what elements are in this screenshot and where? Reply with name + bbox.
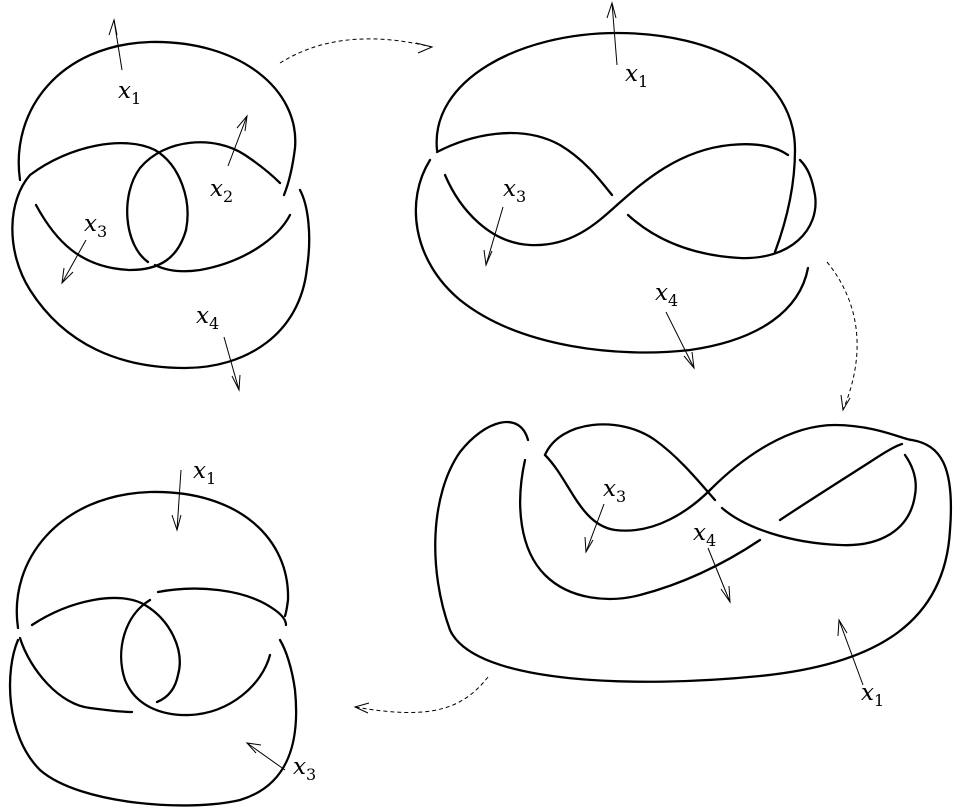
knot-top-left (11, 40, 311, 370)
knot-strand (443, 173, 619, 247)
label-x4: x4 (196, 303, 219, 333)
label-x2: x2 (210, 176, 233, 206)
arrow-x4-top-left (223, 336, 241, 392)
knot-strand (720, 453, 917, 547)
labels: x1 x2 x3 x4 x1 x3 x4 x3 x4 x1 x1 x3 (84, 61, 884, 784)
label-x1: x1 (625, 61, 648, 91)
knot-bottom-right (434, 421, 953, 683)
knot-strand (34, 203, 188, 272)
knot-strand (615, 143, 790, 207)
knot-strand (156, 587, 288, 627)
knot-strand (434, 421, 953, 683)
label-x1: x1 (118, 78, 141, 108)
label-x1: x1 (193, 458, 216, 488)
transition-arrow-2 (826, 261, 858, 412)
arrow-x1-bottom-left (171, 469, 182, 532)
knot-strand (120, 598, 272, 717)
knot-strand (153, 213, 292, 273)
label-x4: x4 (655, 280, 678, 310)
arrow-x2-top-left (227, 114, 248, 167)
knot-top-right (414, 31, 817, 354)
knot-strand (626, 158, 817, 260)
arrow-x1-top-right (606, 1, 618, 66)
knot-strand (11, 141, 311, 370)
knot-strand (8, 638, 298, 807)
knot-strand (18, 636, 134, 714)
knot-strand (778, 442, 904, 522)
transition-arrow-1 (279, 38, 434, 64)
orientation-arrows (61, 1, 864, 771)
arrow-x3-top-right (483, 206, 504, 267)
knot-strand (708, 423, 914, 492)
transition-arrows (279, 38, 858, 714)
knot-strand (414, 158, 810, 354)
arrow-x3-bottom-right (584, 503, 605, 554)
knot-strand (435, 31, 797, 254)
transition-arrow-3 (353, 676, 489, 714)
arrow-x1-bottom-right (837, 618, 864, 686)
label-x3: x3 (603, 476, 626, 506)
knot-strand (17, 40, 297, 197)
arrow-x3-top-left (61, 239, 87, 285)
knot-strand (126, 141, 282, 264)
knot-bottom-left (8, 490, 298, 807)
label-x3: x3 (503, 176, 526, 206)
label-x1: x1 (861, 680, 884, 710)
knot-strand (543, 453, 712, 532)
knot-strand (435, 131, 614, 197)
knot-strand (15, 490, 290, 630)
knot-strand (543, 423, 717, 502)
arrow-x4-top-right (665, 311, 695, 370)
arrow-x1-top-left (108, 18, 123, 71)
arrow-x3-bottom-left (245, 742, 286, 771)
knot-strand (519, 458, 762, 601)
knot-strand (30, 596, 181, 704)
arrow-x4-bottom-right (707, 547, 731, 604)
label-x3: x3 (293, 754, 316, 784)
label-x3: x3 (84, 211, 107, 241)
label-x4: x4 (693, 520, 716, 550)
